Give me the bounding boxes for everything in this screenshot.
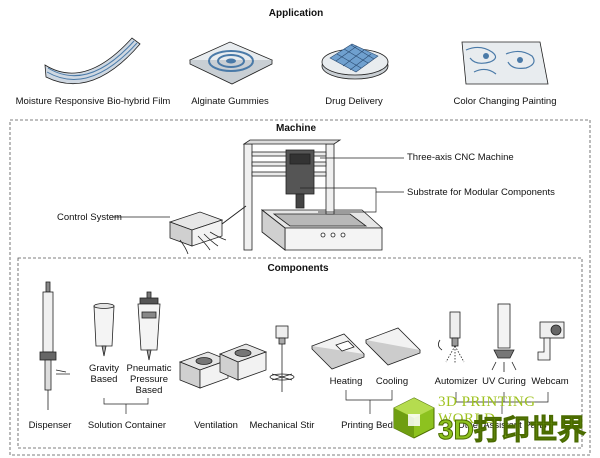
webcam-icon [537,321,565,361]
biohybrid-film-icon [44,37,141,85]
ventilation-label: Ventilation [194,420,238,431]
ventilation-icon [178,343,268,389]
uv-curing-icon [491,303,517,372]
component-bracket-lines [103,390,549,414]
solution-container-label: Solution Container [87,420,167,431]
drug-delivery-icon [321,43,389,80]
heating-label: Heating [329,376,363,387]
gravity-based-label: Gravity Based [88,363,120,385]
color-changing-painting-icon [461,41,549,85]
control-system-icon [168,205,247,255]
application-item-alginate-gummies: Alginate Gummies [191,96,269,107]
dispenser-icon [39,281,70,410]
3d-cube-logo-icon [393,397,435,439]
cooling-label: Cooling [375,376,409,387]
webcam-label: Webcam [531,376,569,387]
pneumatic-pressure-label: Pneumatic Pressure Based [126,363,172,396]
heating-bed-icon [311,333,365,370]
automizer-icon [438,311,465,364]
mechanical-stir-label: Mechanical Stir [249,420,315,431]
components-dashed-box [17,257,583,449]
application-item-color-changing-painting: Color Changing Painting [453,96,557,107]
machine-title: Machine [275,123,317,134]
watermark-line1: 3D PRINTING WORLD [438,394,536,427]
application-item-biohybrid-film: Moisture Responsive Bio-hybrid Film [15,96,171,107]
machine-dashed-box [9,119,591,456]
automizer-label: Automizer [434,376,478,387]
watermark: 3D PRINTING WORLD 3D打印世界 [392,388,592,446]
gravity-container-icon [93,303,115,357]
mechanical-stir-icon [269,325,295,392]
uv-curing-label: UV Curing [482,376,526,387]
application-title: Application [268,8,324,19]
pneumatic-container-icon [137,291,161,361]
cooling-bed-icon [365,327,421,366]
alginate-gummies-icon [189,41,273,85]
components-title: Components [267,263,329,274]
watermark-line2: 3D打印世界 [438,414,587,446]
machine-callout-lines [112,157,404,218]
cnc-callout-label: Three-axis CNC Machine [407,152,514,163]
printing-bed-label: Printing Bed [341,420,393,431]
control-system-label: Control System [57,212,122,223]
dispenser-label: Dispenser [28,420,72,431]
other-assistant-parts-label: Other Assistant Parts [457,420,547,431]
cnc-machine-icon [242,139,384,251]
application-item-drug-delivery: Drug Delivery [325,96,383,107]
substrate-callout-label: Substrate for Modular Components [407,187,555,198]
